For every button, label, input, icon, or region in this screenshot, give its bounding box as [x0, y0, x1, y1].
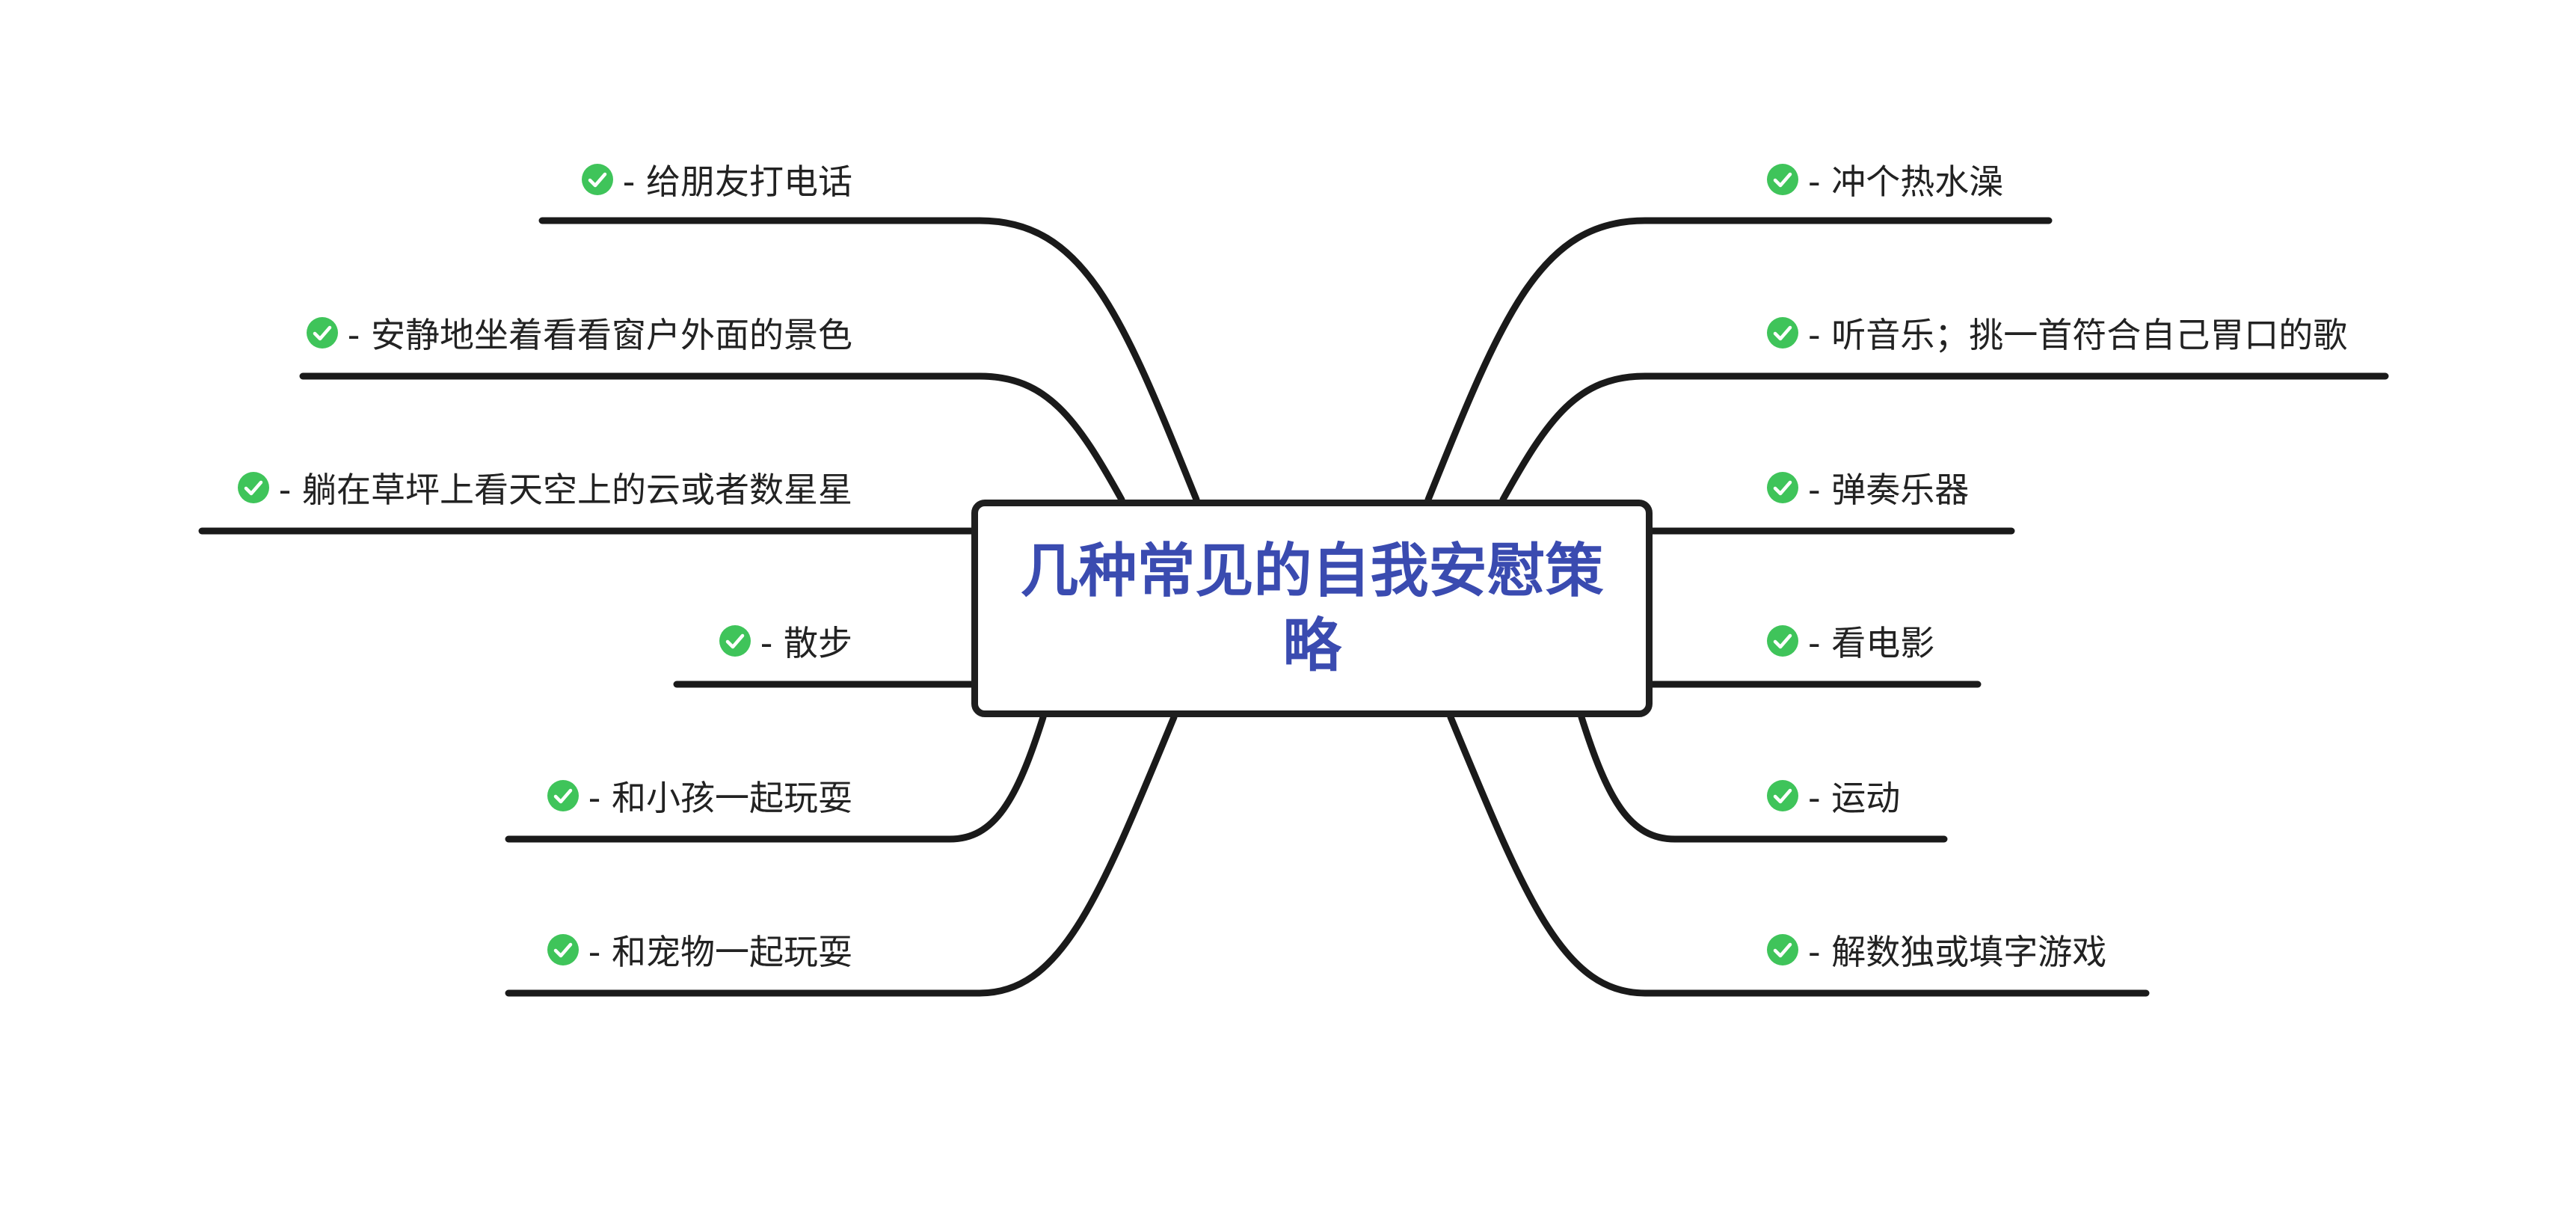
- branch-line-right-1: [1424, 217, 2053, 503]
- central-topic-title: 几种常见的自我安慰策略: [1020, 537, 1604, 680]
- check-circle-icon: [1767, 317, 1798, 348]
- topic-right-6[interactable]: - 解数独或填字游戏: [1766, 927, 2106, 972]
- check-circle-icon: [1767, 625, 1798, 657]
- topic-left-1[interactable]: - 给朋友打电话: [581, 157, 852, 202]
- topic-left-4[interactable]: - 散步: [719, 618, 852, 663]
- topic-label: - 看电影: [1808, 623, 1935, 663]
- topic-left-5[interactable]: - 和小孩一起玩耍: [547, 773, 852, 818]
- topic-label: - 躺在草坪上看天空上的云或者数星星: [278, 470, 852, 510]
- branch-line-left-6: [505, 713, 1178, 997]
- check-circle-icon: [1767, 934, 1798, 965]
- topic-label: - 和宠物一起玩耍: [588, 932, 852, 972]
- branch-line-left-2: [299, 372, 1125, 503]
- topic-right-2[interactable]: - 听音乐；挑一首符合自己胃口的歌: [1766, 310, 2347, 355]
- check-circle-icon: [1767, 780, 1798, 811]
- topic-right-5[interactable]: - 运动: [1766, 773, 1900, 818]
- topic-left-6[interactable]: - 和宠物一起玩耍: [547, 927, 852, 972]
- topic-label: - 安静地坐着看看窗户外面的景色: [347, 315, 852, 355]
- topic-right-3[interactable]: - 弹奏乐器: [1766, 465, 1969, 510]
- topic-right-4[interactable]: - 看电影: [1766, 618, 1934, 663]
- topic-label: - 散步: [760, 623, 852, 663]
- topic-label: - 弹奏乐器: [1808, 470, 1970, 510]
- topic-left-2[interactable]: - 安静地坐着看看窗户外面的景色: [306, 310, 852, 355]
- topic-label: - 给朋友打电话: [622, 162, 852, 202]
- branch-line-right-2: [1499, 372, 2389, 503]
- branch-line-left-1: [538, 217, 1200, 503]
- branch-line-right-6: [1447, 713, 2150, 997]
- topic-label: - 冲个热水澡: [1808, 162, 2004, 202]
- check-circle-icon: [581, 164, 613, 195]
- check-circle-icon: [547, 934, 579, 965]
- check-circle-icon: [1767, 164, 1798, 195]
- branch-line-right-5: [1578, 713, 1948, 843]
- check-circle-icon: [237, 472, 269, 503]
- central-topic-box[interactable]: 几种常见的自我安慰策略: [971, 500, 1653, 717]
- check-circle-icon: [719, 625, 751, 657]
- topic-label: - 和小孩一起玩耍: [588, 778, 852, 818]
- topic-label: - 运动: [1808, 778, 1901, 818]
- check-circle-icon: [547, 780, 579, 811]
- topic-right-1[interactable]: - 冲个热水澡: [1766, 157, 2003, 202]
- check-circle-icon: [306, 317, 338, 348]
- check-circle-icon: [1767, 472, 1798, 503]
- topic-label: - 解数独或填字游戏: [1808, 932, 2107, 972]
- branch-line-left-5: [505, 713, 1047, 843]
- topic-label: - 听音乐；挑一首符合自己胃口的歌: [1808, 315, 2348, 355]
- topic-left-3[interactable]: - 躺在草坪上看天空上的云或者数星星: [237, 465, 852, 510]
